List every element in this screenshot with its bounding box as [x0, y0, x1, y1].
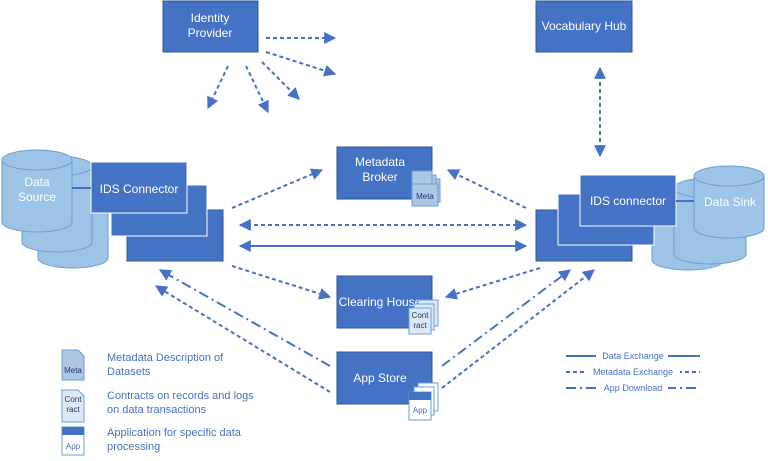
idp-arrow-right-2 — [265, 51, 337, 77]
ids-connector-left: IDS Connector — [90, 161, 224, 262]
legend-metadata-exchange-label: Metadata Exchange — [593, 367, 673, 377]
idp-arrow-down-2 — [245, 65, 269, 114]
legend-app-download-label: App Download — [604, 383, 663, 393]
legend-app-tag: App — [66, 442, 81, 451]
appstore-app-tag: App — [413, 406, 428, 415]
data-source-cylinders — [1, 149, 109, 269]
ids-connector-right-label: IDS connector — [590, 194, 666, 208]
legend-meta-icon: Meta — [61, 349, 85, 381]
idp-arrow-down-1 — [207, 65, 229, 110]
legend-app-icon: App — [61, 426, 85, 456]
legend-meta-tag: Meta — [64, 366, 82, 375]
right-to-clearing — [444, 267, 541, 300]
connections — [154, 32, 606, 393]
vocabulary-hub-box: Vocabulary Hub — [535, 0, 633, 53]
app-download-right — [441, 269, 571, 367]
app-download-left — [158, 269, 331, 367]
legend-data-exchange-label: Data Exchange — [602, 351, 664, 361]
ids-connector-right: IDS connector — [535, 174, 677, 262]
metadata-left-app — [154, 285, 331, 393]
data-sink-label: Data Sink — [704, 195, 757, 209]
clearing-house-label: Clearing House — [339, 295, 422, 309]
left-to-clearing — [231, 265, 332, 300]
idp-arrow-down-3 — [261, 61, 300, 100]
metadata-right-app — [441, 269, 595, 389]
ids-connector-left-label: IDS Connector — [100, 182, 179, 196]
left-to-broker — [231, 168, 324, 209]
broker-meta-tag: Meta — [416, 192, 434, 201]
right-to-broker — [446, 169, 527, 209]
app-store-label: App Store — [353, 371, 407, 385]
vocabulary-hub-label: Vocabulary Hub — [542, 19, 627, 33]
app-store-box: App Store App — [336, 351, 439, 421]
